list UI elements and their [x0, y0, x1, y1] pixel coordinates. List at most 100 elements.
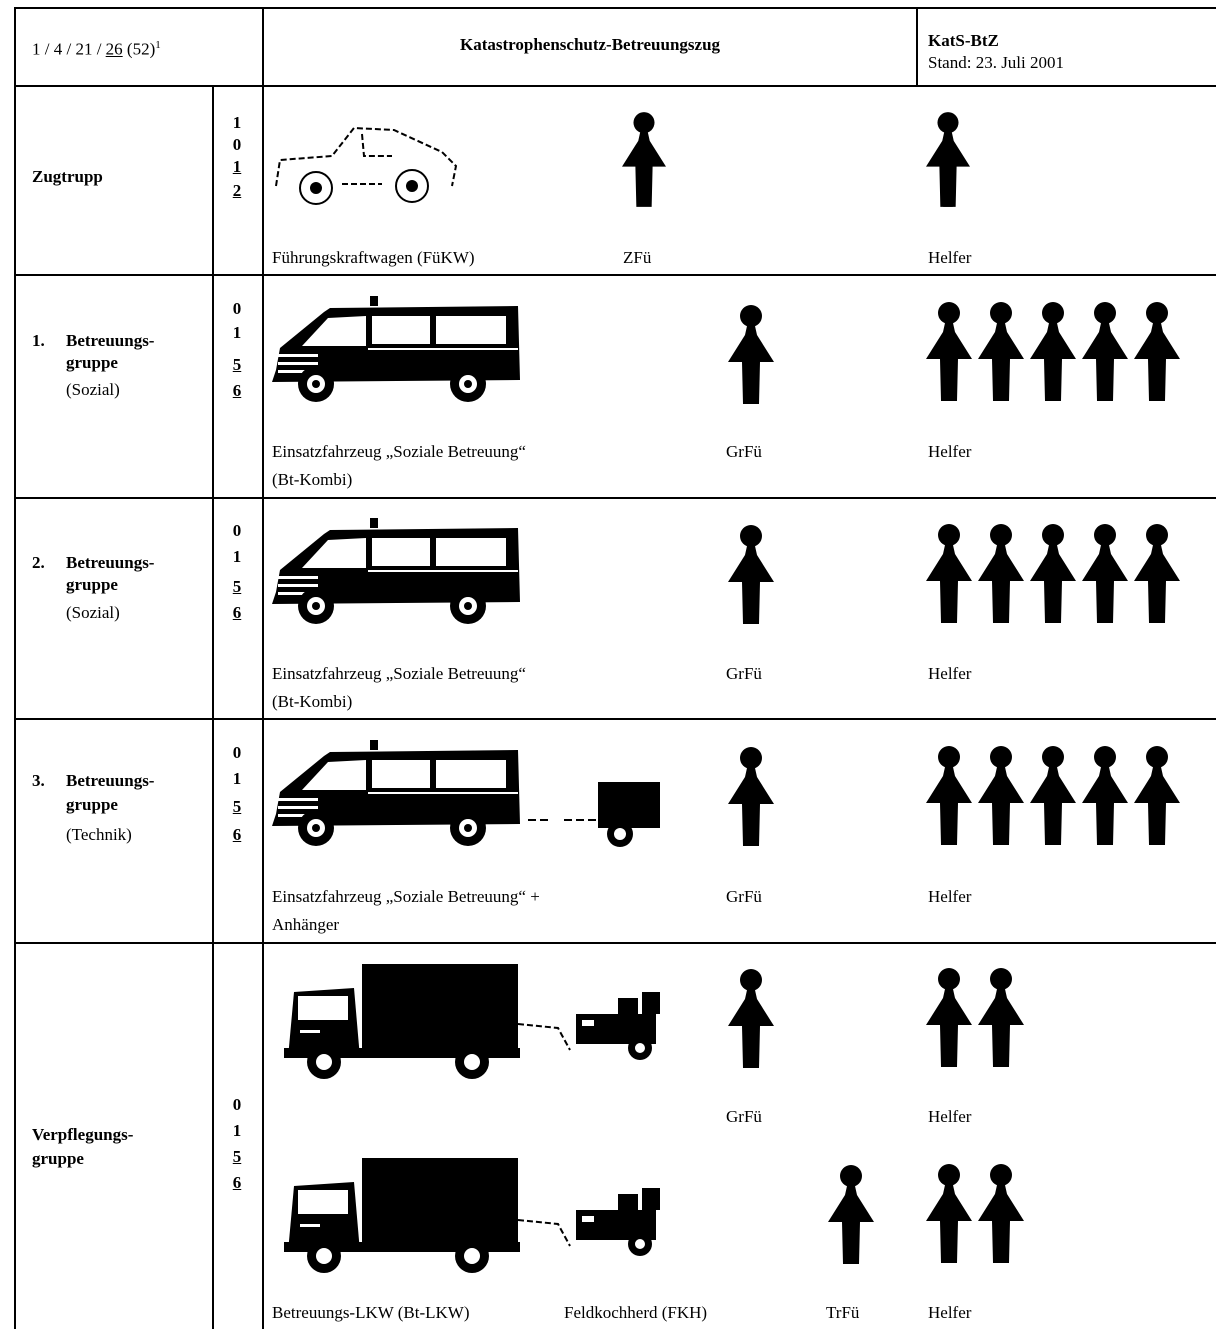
trailer-caption: Feldkochherd (FKH)	[564, 1303, 708, 1322]
row-name-line2: gruppe	[66, 353, 118, 372]
strength-total: 6	[232, 1173, 242, 1192]
vehicle-caption: Betreuungs-LKW (Bt-LKW)	[272, 1303, 470, 1322]
person-silhouette-icon	[926, 520, 972, 626]
truck-icon	[284, 962, 524, 1082]
row-subtype: (Technik)	[66, 825, 132, 844]
row-number: 1.	[32, 331, 45, 350]
strength-subleaders: 1	[232, 323, 242, 342]
footnote-marker: 1	[155, 39, 161, 51]
person-silhouette-icon	[728, 302, 774, 406]
row-name: Betreuungs-	[66, 771, 155, 790]
van-icon	[272, 518, 522, 628]
strength-helpers: 5	[232, 577, 242, 596]
leader-caption: GrFü	[726, 664, 762, 683]
unit-abbreviation: KatS-BtZ	[928, 31, 999, 50]
van-icon	[272, 740, 522, 850]
strength-leaders: 0	[232, 1095, 242, 1114]
code-suffix: (52)	[122, 39, 156, 59]
person-silhouette-icon	[1030, 742, 1076, 848]
strength-total: 6	[232, 381, 242, 400]
person-silhouette-icon	[1134, 520, 1180, 626]
van-icon	[272, 296, 522, 406]
strength-subleaders: 1	[232, 769, 242, 788]
upper-helper-caption: Helfer	[928, 1107, 972, 1126]
person-silhouette-icon	[978, 520, 1024, 626]
leader-caption: GrFü	[726, 442, 762, 461]
person-silhouette-icon	[728, 744, 774, 848]
document-code: 1 / 4 / 21 / 26 (52)1	[32, 34, 161, 61]
leader-caption: GrFü	[726, 887, 762, 906]
strength-helpers: 5	[232, 355, 242, 374]
vehicle-caption-line2: Anhänger	[272, 915, 340, 934]
revision-date: Stand: 23. Juli 2001	[928, 53, 1065, 72]
strength-subleaders: 1	[232, 1121, 242, 1140]
strength-leaders: 0	[232, 743, 242, 762]
person-silhouette-icon	[728, 966, 774, 1070]
helper-caption: Helfer	[928, 1303, 972, 1322]
strength-total: 6	[232, 825, 242, 844]
person-silhouette-icon	[926, 964, 972, 1070]
helper-caption: Helfer	[928, 664, 972, 683]
field-kitchen-trailer-icon	[518, 1180, 668, 1260]
row-subtype: (Sozial)	[66, 380, 120, 399]
row-name: Betreuungs-	[66, 331, 155, 350]
person-silhouette-icon	[1134, 742, 1180, 848]
field-kitchen-trailer-icon	[518, 984, 668, 1064]
row-name: Betreuungs-	[66, 553, 155, 572]
leader-caption: ZFü	[623, 248, 652, 267]
strength-leaders: 0	[232, 521, 242, 540]
jeep-outline-icon	[272, 122, 462, 212]
code-underlined: 26	[105, 39, 123, 59]
row-name-line2: gruppe	[66, 575, 118, 594]
strength-helpers: 1	[232, 157, 242, 176]
row-name: Zugtrupp	[32, 167, 103, 186]
vehicle-caption: Einsatzfahrzeug „Soziale Betreuung“	[272, 664, 526, 683]
vehicle-caption: Führungskraftwagen (FüKW)	[272, 248, 475, 267]
row-name-line2: gruppe	[32, 1149, 84, 1168]
leader-caption: TrFü	[826, 1303, 860, 1322]
row-subtype: (Sozial)	[66, 603, 120, 622]
strength-helpers: 5	[232, 797, 242, 816]
code-prefix: 1 / 4 / 21 /	[32, 39, 106, 59]
vehicle-caption-line2: (Bt-Kombi)	[272, 470, 353, 489]
row-number: 3.	[32, 771, 45, 790]
page-title: Katastrophenschutz-Betreuungszug	[459, 35, 721, 54]
person-silhouette-icon	[1134, 298, 1180, 404]
person-silhouette-icon	[978, 742, 1024, 848]
strength-leaders: 0	[232, 299, 242, 318]
helper-caption: Helfer	[928, 442, 972, 461]
person-silhouette-icon	[926, 298, 972, 404]
person-outline-icon	[926, 106, 970, 212]
strength-leaders: 1	[232, 113, 242, 132]
person-silhouette-icon	[622, 106, 666, 212]
strength-subleaders: 0	[232, 135, 242, 154]
person-silhouette-icon	[978, 298, 1024, 404]
strength-subleaders: 1	[232, 547, 242, 566]
person-silhouette-icon	[728, 522, 774, 626]
person-silhouette-icon	[926, 1160, 972, 1266]
person-silhouette-icon	[828, 1162, 874, 1266]
helper-caption: Helfer	[928, 887, 972, 906]
vehicle-caption-line2: (Bt-Kombi)	[272, 692, 353, 711]
row-number: 2.	[32, 553, 45, 572]
upper-leader-caption: GrFü	[726, 1107, 762, 1126]
person-silhouette-icon	[1082, 742, 1128, 848]
truck-icon	[284, 1156, 524, 1276]
strength-helpers: 5	[232, 1147, 242, 1166]
person-silhouette-icon	[978, 1160, 1024, 1266]
vehicle-caption: Einsatzfahrzeug „Soziale Betreuung“ +	[272, 887, 540, 906]
person-silhouette-icon	[978, 964, 1024, 1070]
vehicle-caption: Einsatzfahrzeug „Soziale Betreuung“	[272, 442, 526, 461]
strength-total: 2	[232, 181, 242, 200]
person-silhouette-icon	[1030, 520, 1076, 626]
person-silhouette-icon	[926, 742, 972, 848]
box-trailer-icon	[528, 780, 668, 850]
person-silhouette-icon	[1082, 520, 1128, 626]
row-name-line2: gruppe	[66, 795, 118, 814]
person-silhouette-icon	[1082, 298, 1128, 404]
helper-caption: Helfer	[928, 248, 972, 267]
person-silhouette-icon	[1030, 298, 1076, 404]
strength-total: 6	[232, 603, 242, 622]
row-name: Verpflegungs-	[32, 1125, 134, 1144]
